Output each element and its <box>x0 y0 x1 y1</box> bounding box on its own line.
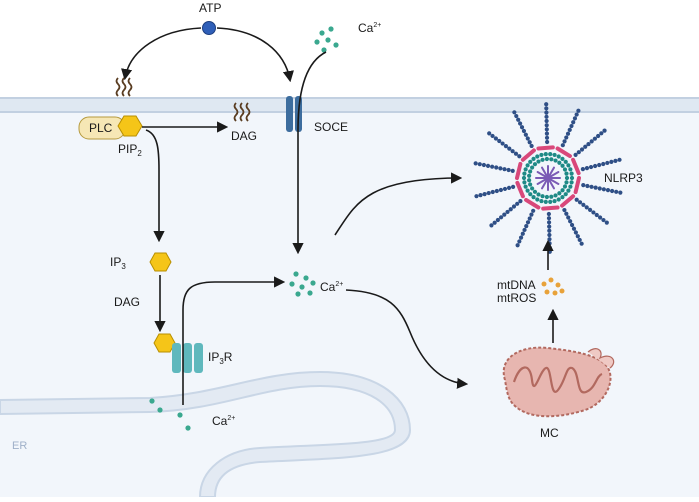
er-label: ER <box>12 440 27 452</box>
soce-influx-arrow <box>292 51 327 255</box>
er-release-arrow <box>182 276 286 405</box>
calcium-ions-icon <box>314 26 339 53</box>
mc-label: MC <box>540 426 559 440</box>
mitochondrion-icon <box>502 346 615 418</box>
dag-lipid-icon <box>115 77 133 97</box>
mtros-label: mtROS <box>497 291 536 305</box>
ip3-bound-hexagon-icon <box>153 333 176 353</box>
atp-to-soce-arrow <box>216 27 294 83</box>
calcium-ions-icon-er <box>149 398 191 431</box>
plc-label: PLC <box>89 121 113 135</box>
atp-molecule-icon <box>202 21 216 35</box>
pip2-hexagon-icon <box>117 115 143 137</box>
atp-label: ATP <box>199 1 221 15</box>
dag-lipid-icon-right <box>233 102 251 122</box>
nlrp3-label: NLRP3 <box>604 171 643 185</box>
ip3r-channel-icon <box>172 343 203 373</box>
ca-mid-label: Ca2+ <box>320 280 343 294</box>
ca-low-label: Ca2+ <box>212 414 235 428</box>
plasma-membrane <box>0 97 699 113</box>
ip3-label: IP3 <box>110 255 126 271</box>
calcium-ions-icon-cytosol <box>289 271 316 297</box>
ip3r-label: IP3R <box>208 350 233 366</box>
mtdna-mtros-particles-icon <box>541 277 565 296</box>
ip3-hexagon-icon <box>149 252 172 272</box>
soce-label: SOCE <box>314 120 348 134</box>
dag-top-label: DAG <box>231 129 257 143</box>
pip2-label: PIP2 <box>118 142 142 158</box>
mtdna-label: mtDNA <box>497 278 536 292</box>
pip2-to-ip3-arrow <box>145 129 165 243</box>
atp-to-plc-arrow <box>121 27 202 81</box>
calcium-to-mitochondria-arrow <box>345 289 469 389</box>
dag-mid-label: DAG <box>114 295 140 309</box>
calcium-to-nlrp3-arrow <box>334 172 463 236</box>
ca-top-label: Ca2+ <box>358 21 381 35</box>
cytoplasm-region <box>0 108 699 497</box>
